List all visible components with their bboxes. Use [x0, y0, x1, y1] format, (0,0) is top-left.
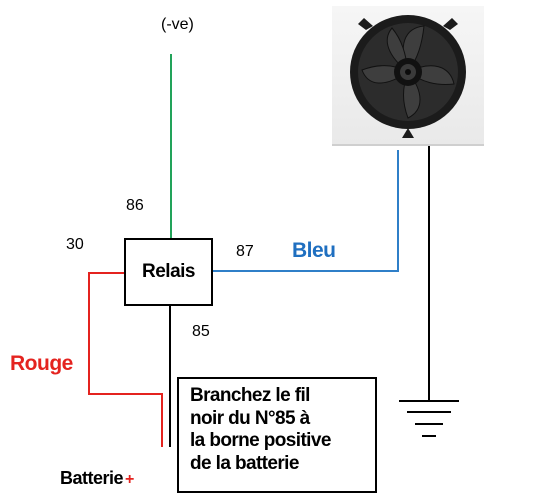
pin-30-label: 30 — [66, 236, 84, 253]
ground-symbol — [399, 400, 459, 437]
note-line-3: la borne positive — [190, 430, 331, 451]
battery-plus-sign: + — [125, 471, 134, 488]
pin-87-label: 87 — [236, 243, 254, 260]
instruction-note: Branchez le fil noir du N°85 à la borne … — [177, 377, 377, 493]
red-wire-label: Rouge — [10, 352, 73, 375]
red-wire — [88, 272, 163, 447]
negative-terminal-label: (-ve) — [161, 16, 194, 33]
pin-85-label: 85 — [192, 323, 210, 340]
pin-86-label: 86 — [126, 197, 144, 214]
relay-label: Relais — [142, 261, 195, 282]
cooling-fan-image — [332, 6, 484, 146]
blue-wire-label: Bleu — [292, 239, 336, 262]
battery-label: Batterie+ — [60, 468, 134, 489]
note-line-1: Branchez le fil — [190, 385, 310, 406]
relay-box: Relais — [124, 238, 213, 306]
blue-wire — [212, 150, 399, 272]
note-line-2: noir du N°85 à — [190, 407, 310, 429]
cooling-fan-icon — [350, 15, 466, 138]
battery-text: Batterie — [60, 468, 124, 488]
note-line-4: de la batterie — [190, 452, 299, 474]
